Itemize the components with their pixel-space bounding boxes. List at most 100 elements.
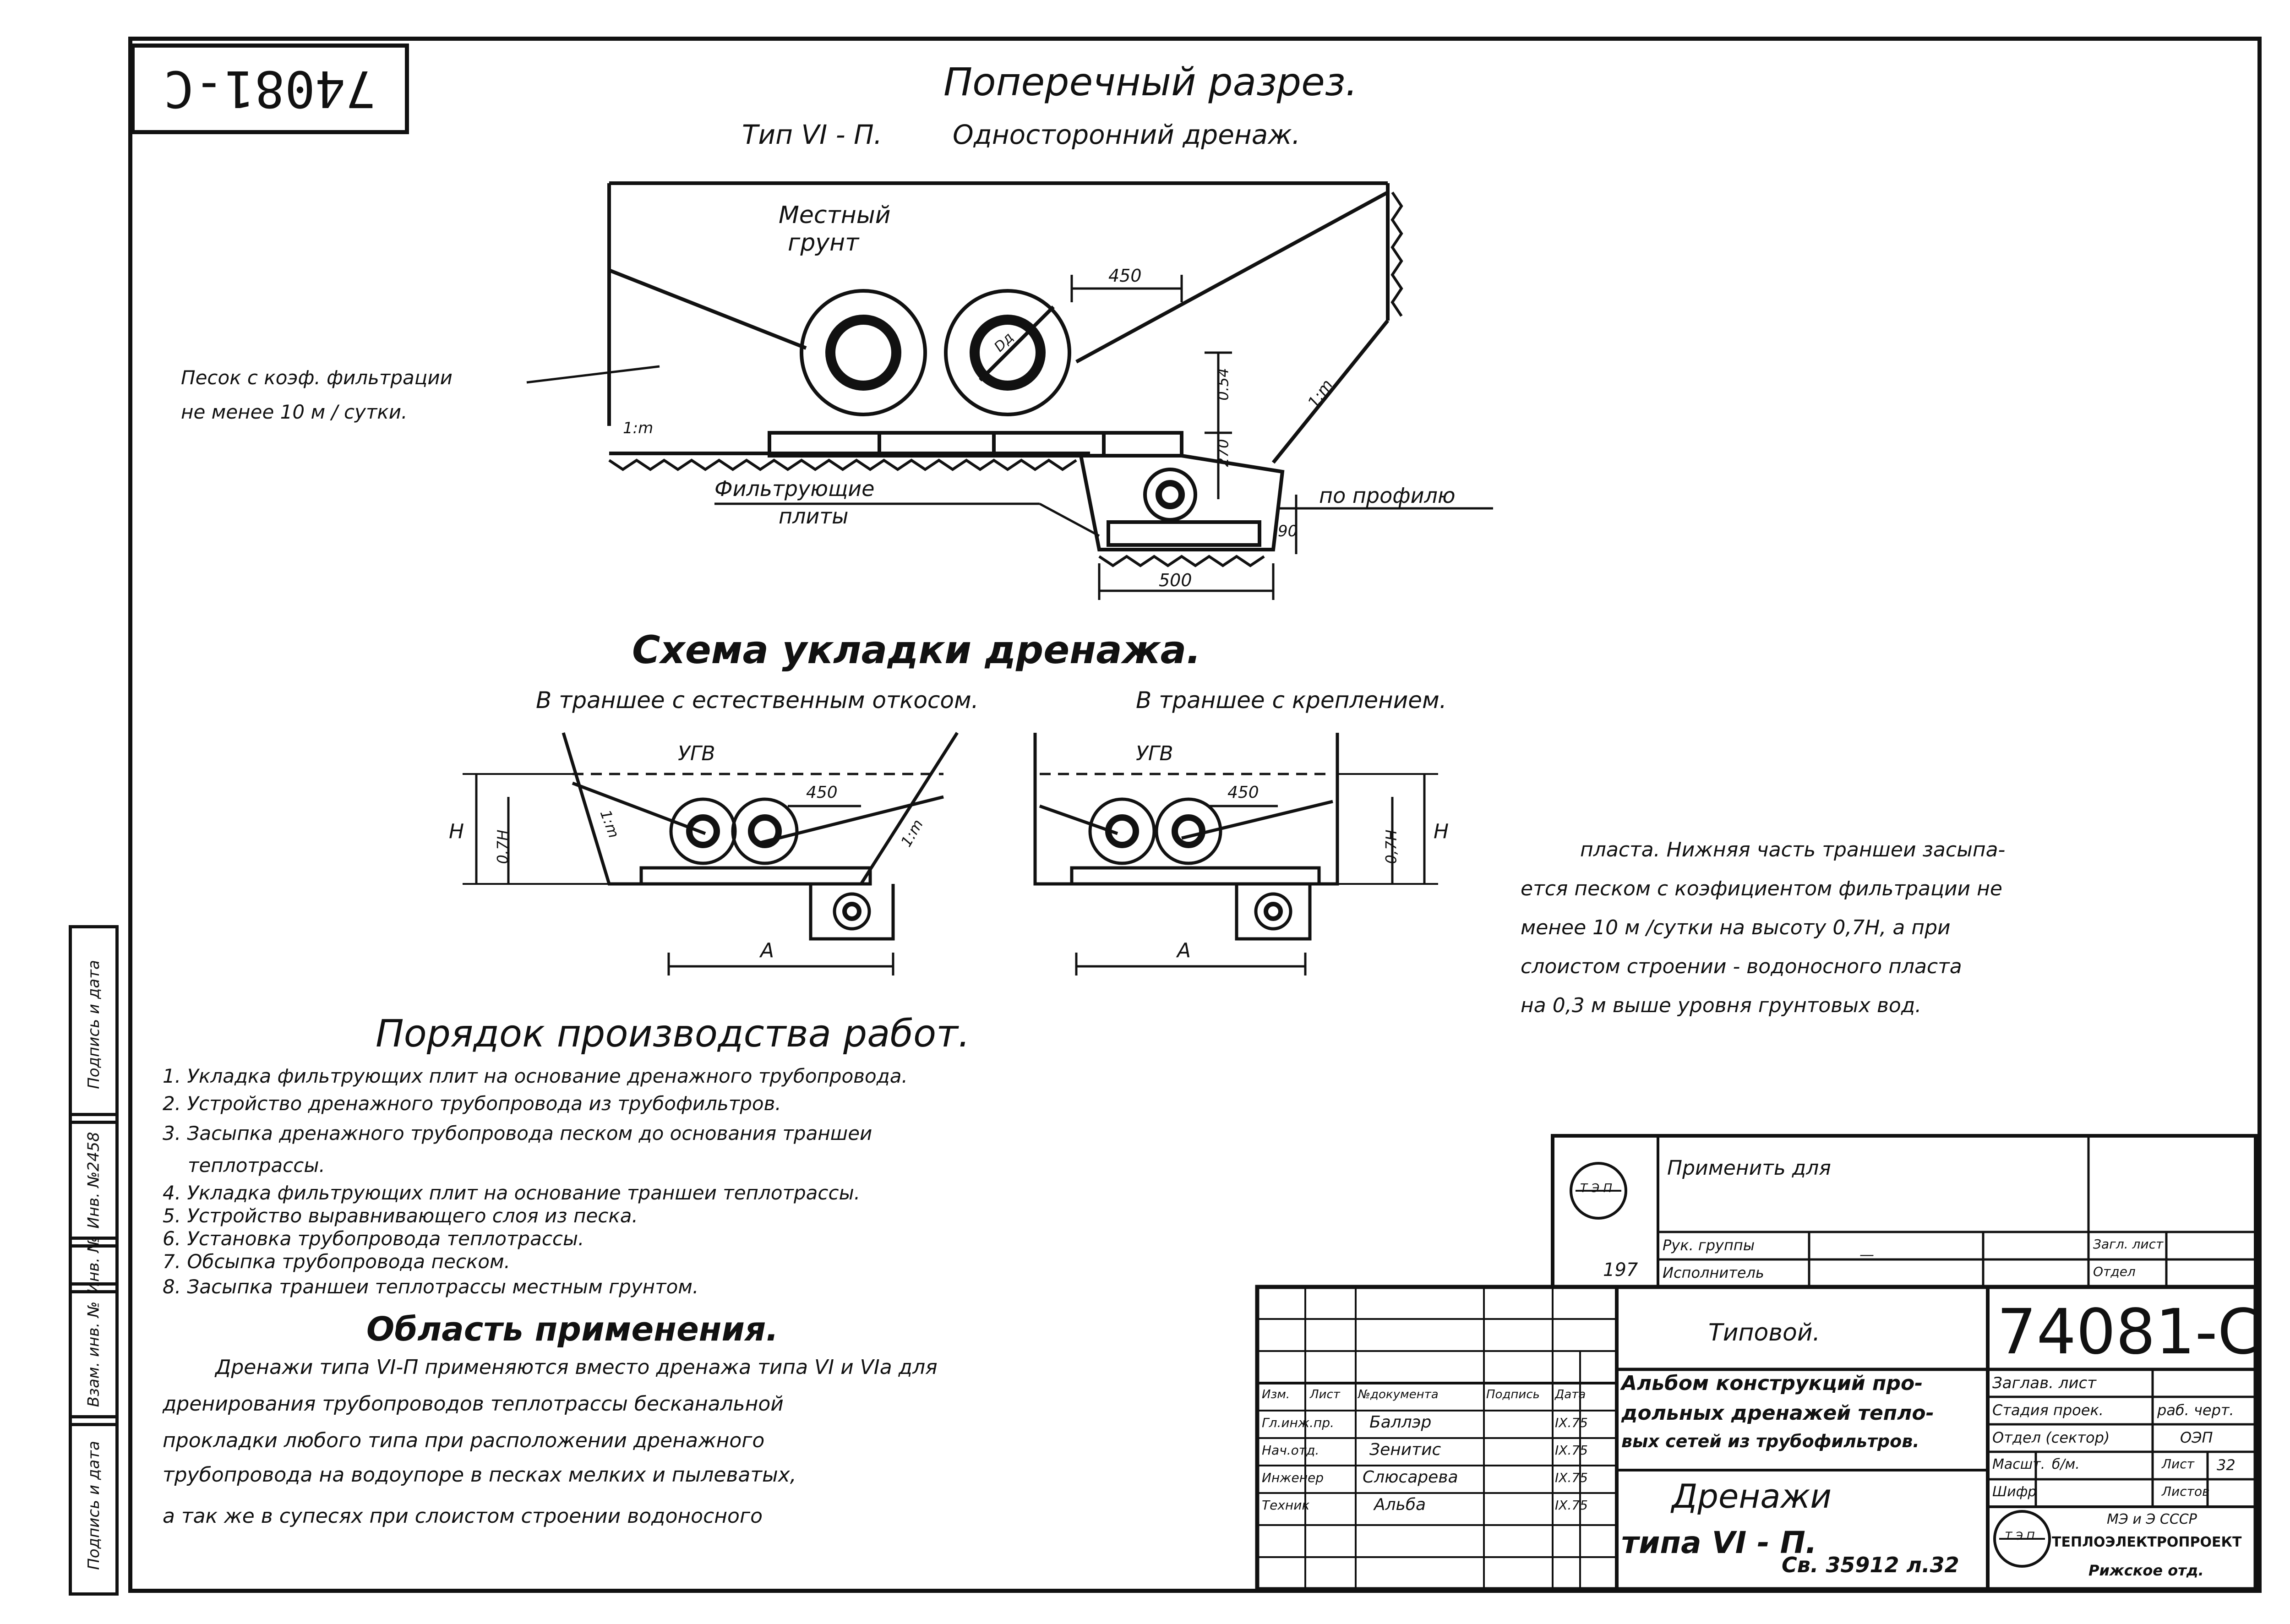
scheme-ugv-left: УГВ [678,742,715,765]
tb-group-head: Рук. группы [1663,1237,1755,1254]
tb-logo-bottom: Т Э П [2005,1530,2035,1542]
tb-h-sign: Подпись [1486,1388,1540,1401]
tb-scale-value: б/м. [2052,1456,2080,1472]
order-item-3-cont: теплотрассы. [188,1154,325,1177]
tb-row2-date: IX.75 [1555,1443,1588,1458]
section-subtitle-type: Тип VI - П. [742,119,883,150]
scheme-title: Схема укладки дренажа. [632,627,1201,672]
top-stamp-box: 74081-С [131,44,409,134]
tb-otdel: Отдел [2093,1264,2136,1279]
side-note-line-5: на 0,3 м выше уровня грунтовых вод. [1521,994,1922,1017]
tb-album-1: Альбом конструкций про- [1621,1372,1923,1395]
scope-line-5: а так же в супесях при слоистом строении… [163,1504,763,1528]
tb-row3-role: Инженер [1262,1470,1324,1485]
tb-h-list: Лист [1310,1388,1340,1401]
tb-row1-name: Баллэр [1369,1413,1432,1432]
tb-row2-role: Нач.отд. [1262,1443,1319,1458]
tb-row2-name: Зенитис [1369,1440,1441,1459]
tb-org-3: Рижское отд. [2088,1562,2204,1579]
scheme-h-right: H [1434,820,1449,843]
order-item-5: 5. Устройство выравнивающего слоя из пес… [163,1204,638,1227]
tb-h-izm: Изм. [1262,1388,1290,1401]
scheme-dim-a-left: A [760,939,774,962]
tb-zag-list: Загл. лист [2093,1237,2164,1252]
order-item-8: 8. Засыпка траншеи теплотрассы местным г… [163,1275,699,1298]
tb-h-doc: №документа [1358,1388,1439,1401]
tb-list-value: 32 [2217,1456,2235,1474]
order-item-7: 7. Обсыпка трубопровода песком. [163,1250,511,1273]
scheme-left-caption: В траншее с естественным откосом. [536,687,979,714]
label-local-soil-1: Местный [779,202,891,229]
order-item-6: 6. Установка трубопровода теплотрассы. [163,1227,584,1250]
tb-org-1: МЭ и Э СССР [2107,1511,2197,1527]
tb-album-3: вых сетей из трубофильтров. [1621,1431,1919,1451]
scheme-dim-450-left: 450 [806,783,838,802]
tb-sheet-ref: Св. 35912 л.32 [1782,1553,1959,1577]
tb-cipher-label: Шифр [1992,1484,2037,1500]
tb-zaglav: Заглав. лист [1992,1374,2097,1392]
tb-drawing-2: типа VI - П. [1621,1525,1817,1560]
order-item-4: 4. Укладка фильтрующих плит на основание… [163,1182,861,1204]
side-strip-inv-no: Инв. №2458 [69,1113,119,1248]
label-sand-2: не менее 10 м / сутки. [181,401,408,423]
scheme-dim-a-right: A [1177,939,1191,962]
section-title: Поперечный разрез. [943,60,1358,104]
tb-tipovoi: Типовой. [1708,1319,1821,1346]
section-subtitle-name: Односторонний дренаж. [953,119,1301,150]
label-filter-plates-1: Фильтрующие [714,476,875,501]
side-strip-signature-date-1: Подпись и дата [69,925,119,1124]
label-filter-plates-2: плиты [779,504,849,529]
tb-row3-date: IX.75 [1555,1470,1588,1485]
side-note-line-1: пласта. Нижняя часть траншеи засыпа- [1580,838,2006,861]
scheme-right-caption: В траншее с креплением. [1136,687,1447,714]
tb-dept-label: Отдел (сектор) [1992,1429,2110,1446]
side-note-line-3: менее 10 м /сутки на высоту 0,7Н, а при [1521,916,1951,939]
label-sand-1: Песок с коэф. фильтрации [181,366,453,389]
tb-row1-role: Гл.инж.пр. [1262,1415,1335,1430]
drawing-frame [128,37,2262,1593]
tb-executor: Исполнитель [1663,1264,1764,1281]
tb-dash: — [1859,1246,1874,1263]
tb-album-2: дольных дренажей тепло- [1621,1401,1934,1425]
scheme-ugv-right: УГВ [1136,742,1173,765]
side-strip-inv: Инв. № [69,1237,119,1293]
order-item-2: 2. Устройство дренажного трубопровода из… [163,1092,781,1115]
side-strip-replace-inv: Взам. инв. № [69,1282,119,1426]
tb-row4-date: IX.75 [1555,1498,1588,1513]
order-title: Порядок производства работ. [376,1012,970,1056]
dim-450-cross: 450 [1108,266,1142,286]
tb-sheets-label: Листов [2162,1484,2210,1499]
tb-scale-label: Масшт. [1992,1456,2045,1472]
tb-stage-label: Стадия проек. [1992,1401,2104,1419]
side-strip-signature-date-2: Подпись и дата [69,1415,119,1596]
tb-h-date: Дата [1555,1388,1586,1401]
tb-drawing-1: Дренажи [1672,1477,1832,1515]
tb-logo-top: Т Э П [1580,1182,1613,1195]
side-note-line-4: слоистом строении - водоносного пласта [1521,955,1962,978]
label-local-soil-2: грунт [788,229,859,256]
tb-list-label: Лист [2162,1456,2194,1471]
order-item-1: 1. Укладка фильтрующих плит на основание… [163,1065,908,1087]
tb-row1-date: IX.75 [1555,1415,1588,1430]
tb-dept-value: ОЭП [2180,1429,2213,1446]
scheme-dim-450-right: 450 [1227,783,1259,802]
scope-line-3: прокладки любого типа при расположении д… [163,1429,765,1452]
dim-500-cross: 500 [1159,570,1192,590]
tb-row3-name: Слюсарева [1363,1468,1458,1487]
tb-doc-number: 74081-С [1997,1296,2261,1368]
dim-90-cross: 90 [1278,522,1298,540]
tb-stage-value: раб. черт. [2157,1401,2234,1419]
scope-line-4: трубопровода на водоупоре в песках мелки… [163,1463,796,1487]
tb-org-2: ТЕПЛОЭЛЕКТРОПРОЕКТ [2052,1534,2242,1550]
tb-row4-name: Альба [1374,1495,1426,1514]
label-by-profile: по профилю [1319,483,1456,508]
slope-left-cross: 1:m [623,419,654,437]
tb-apply-for: Применить для [1667,1156,1831,1180]
scope-line-1: Дренажи типа VI-П применяются вместо дре… [215,1356,938,1379]
scope-title: Область применения. [366,1310,779,1348]
side-note-line-2: ется песком с коэфициентом фильтрации не [1521,877,2002,900]
order-item-3: 3. Засыпка дренажного трубопровода песко… [163,1122,872,1144]
